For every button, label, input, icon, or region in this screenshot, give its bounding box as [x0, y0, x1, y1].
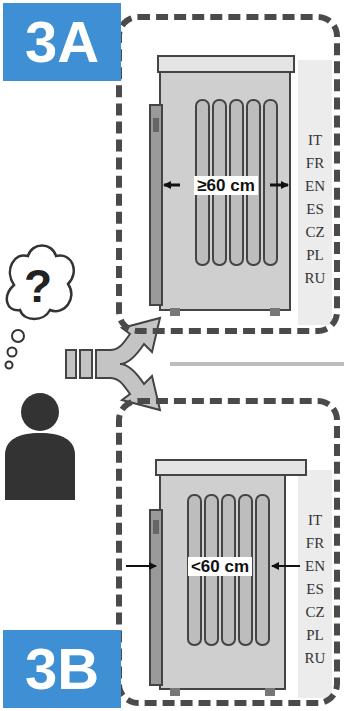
- language-code: RU: [305, 651, 326, 666]
- option-panel: 3A: [116, 14, 340, 334]
- language-code: ES: [306, 582, 324, 597]
- language-code: PL: [306, 628, 324, 643]
- divider-line: [170, 362, 344, 366]
- washing-machine: [126, 460, 306, 696]
- option-tag: 3A: [3, 3, 121, 81]
- dimension: <60 cm: [188, 557, 252, 576]
- language-code: IT: [308, 133, 322, 148]
- language-code: RU: [305, 271, 326, 286]
- language-code: EN: [305, 179, 325, 194]
- language-strip: [298, 60, 332, 325]
- person-icon: [5, 393, 75, 500]
- question-mark: ?: [24, 263, 52, 309]
- language-strip: [298, 470, 332, 698]
- thought-bubble: [6, 246, 74, 369]
- dimension: ≥60 cm: [194, 176, 258, 195]
- language-code: FR: [306, 156, 324, 171]
- language-code: EN: [305, 559, 325, 574]
- language-code: CZ: [305, 225, 324, 240]
- language-code: PL: [306, 248, 324, 263]
- language-code: ES: [306, 202, 324, 217]
- language-code: CZ: [305, 605, 324, 620]
- language-code: FR: [306, 536, 324, 551]
- washing-machine: [150, 56, 294, 316]
- language-code: IT: [308, 513, 322, 528]
- option-tag: 3B: [3, 630, 121, 708]
